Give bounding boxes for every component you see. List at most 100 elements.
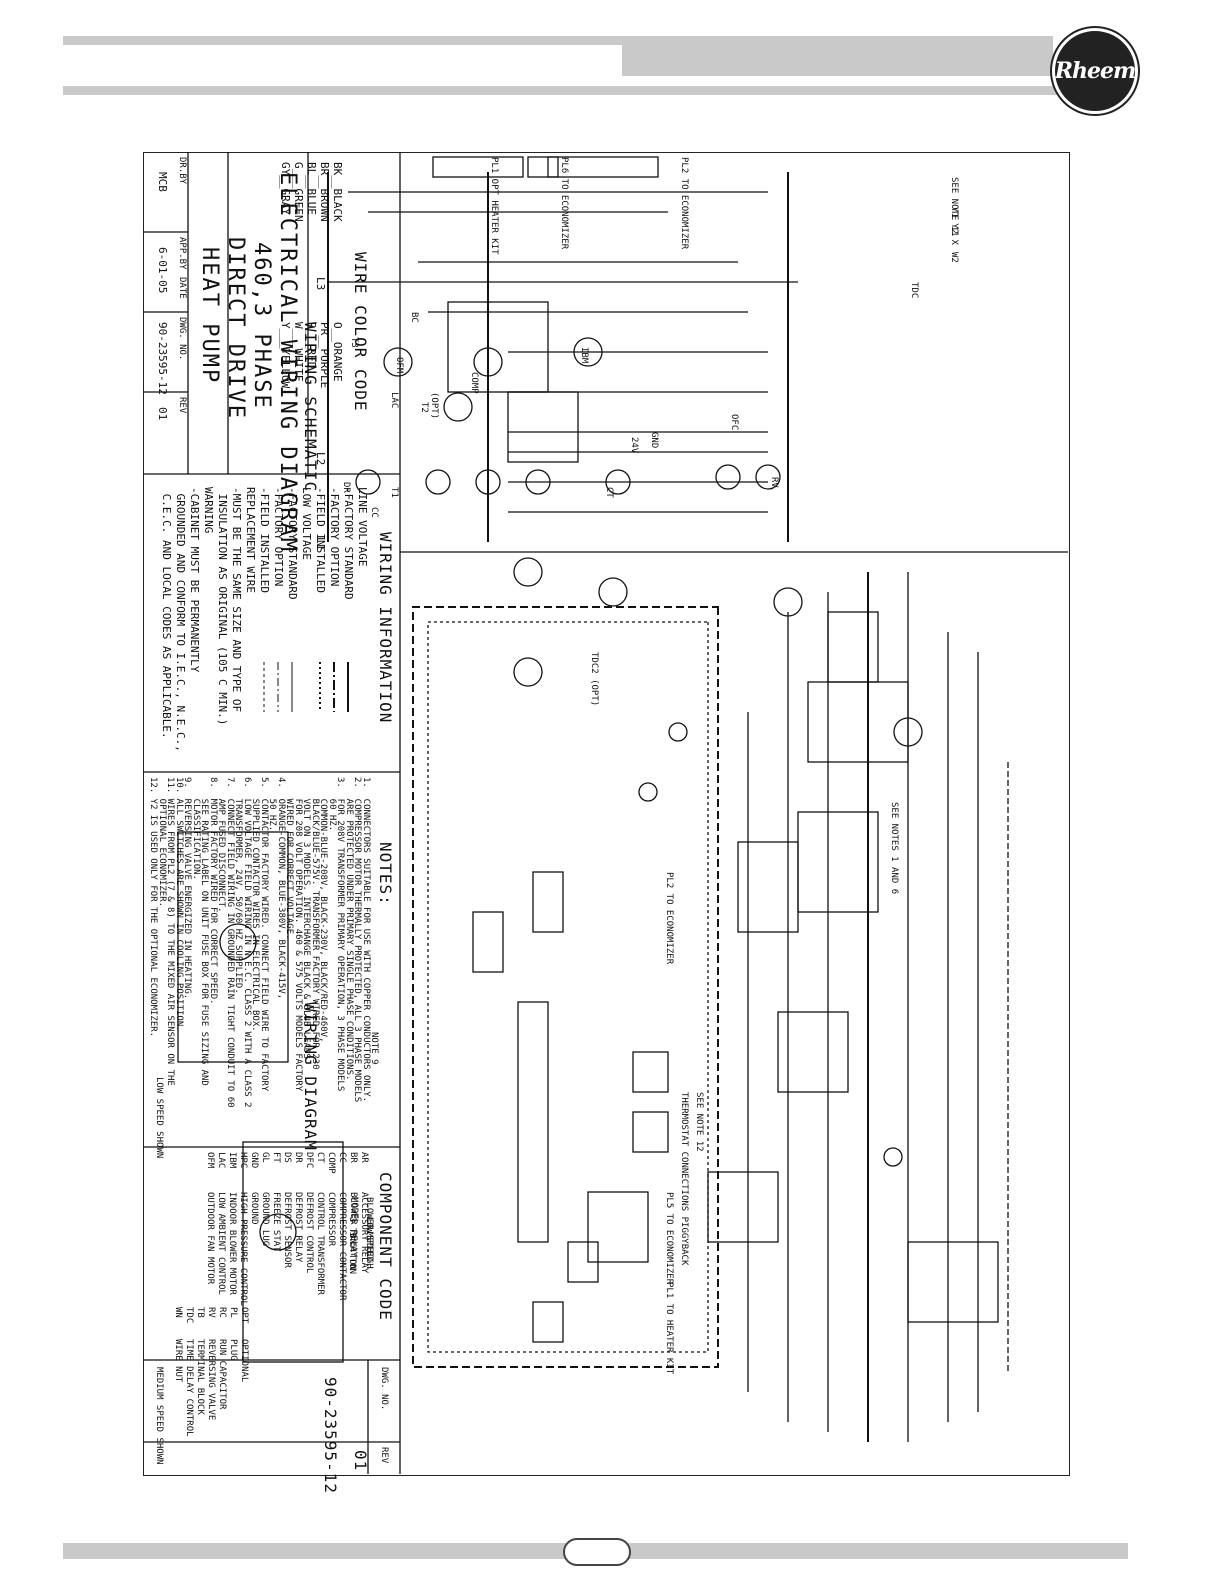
note-line: SUPPLIED CONTACTOR WIRES IN ELECTRICAL B… (250, 777, 261, 1032)
schematic-label-bc: BC (409, 312, 419, 323)
header-bar-tab (622, 44, 1053, 76)
component-code-item: DRDEFROST RELAY (293, 1152, 303, 1263)
app-by-label: APP.BY (177, 237, 187, 270)
wiring-info-line: -FACTORY OPTION (328, 487, 341, 587)
wiring-info-line: -CABINET MUST BE PERMANENTLY (188, 487, 201, 673)
footer-rev-label: REV (379, 1447, 389, 1464)
schematic-label-gnd: GND (649, 432, 659, 449)
schematic-label-pl2: PL2 TO ECONOMIZER (679, 157, 689, 250)
dwg-no-value: 90-23595-12 (156, 322, 169, 395)
component-code-item: FTFREEZE STAT (271, 1152, 281, 1252)
diagram-subtitle-2: DIRECT DRIVE (223, 237, 248, 420)
dr-by-value: MCB (156, 172, 169, 192)
dr-by-label: DR.BY (177, 157, 187, 185)
header-bar-bottom (63, 86, 1128, 95)
footer-dwg-label: DWG. NO. (379, 1367, 389, 1411)
wiring-info-line: LINE VOLTAGE (356, 487, 369, 567)
schematic-label-tdc: TDC (909, 282, 919, 299)
note-line: 7. CONNECT FIELD WIRING IN GROUNDED RAIN… (225, 777, 235, 1108)
note-line: BLACK/BLUE-575V. TRANSFORMER FACTORY WIR… (310, 777, 320, 1070)
date-value: 6-01-05 (156, 247, 169, 294)
schematic-label-opt: (OPT) (429, 392, 439, 420)
rev-label: REV (177, 397, 187, 414)
dwg-no-label: DWG. NO. (177, 317, 187, 361)
note-line: 11. WIRES FROM PL2 (7 & 8) TO THE MIXED … (165, 777, 176, 1086)
wiring-info-line: REPLACEMENT WIRE (244, 487, 257, 593)
note-line: WIRED FOR CORRECT VOLTAGE. (284, 777, 295, 940)
diagram-title: ELECTRICAL WIRING DIAGRAM (275, 172, 300, 554)
drawing-lines (143, 152, 1068, 1474)
note-line: TRANSFORMER, 24V, 50/60 HZ SUPPLIED. (233, 777, 244, 994)
component-code-list-2: OPTOPTIONAL PLPLUG RCRUN CAPACITOR RVREV… (171, 1307, 249, 1437)
thermostat-connections-label: THERMOSTAT CONNECTIONS PIGGYBACK (679, 1092, 689, 1266)
wire-color-item: BK__BLACK (331, 162, 344, 222)
note-line: 9. REVERSING VALVE ENERGIZED IN HEATING. (182, 777, 193, 1000)
schematic-label-comp: COMP (469, 372, 479, 394)
pl1-heater-label: PL1 TO HEATER KIT (664, 1282, 674, 1375)
wiring-info-list: LINE VOLTAGE -FACTORY STANDARD -FACTORY … (158, 487, 369, 767)
component-code-item: RCRUN CAPACITOR (217, 1307, 227, 1410)
landscape-drawing: WIRING SCHEMATIC L1 L2 L3 T1 T2 T3 CC DR… (143, 152, 1068, 1494)
see-note-12-label: SEE NOTE 12 (694, 1092, 704, 1152)
footer-rev-value: 01 (351, 1450, 370, 1472)
schematic-label-24v: 24V (629, 437, 639, 454)
component-code-item: GNDGROUND (249, 1152, 259, 1225)
schematic-label-see-note-11: SEE NOTE 11 (949, 177, 959, 237)
note-line: CLASSIFICATION. (191, 777, 201, 880)
schematic-label-ofc: OFC (729, 414, 739, 431)
note-line: 2. COMPRESSOR MOTOR THERMALLY PROTECTED,… (352, 777, 363, 1103)
wire-color-item: R___RED (305, 322, 318, 369)
component-code-item: WNWIRE NUT (173, 1307, 183, 1383)
diagram-subtitle-1: 460,3 PHASE (249, 242, 274, 410)
see-notes-label: SEE NOTES 1 AND 6 (889, 802, 899, 895)
wiring-info-line: -FIELD INSTALLED (314, 487, 327, 593)
note-line: 5. CONTACTOR FACTORY WIRED. CONNECT FIEL… (259, 777, 269, 1092)
component-code-item: DSDEFROST SENSOR (282, 1152, 292, 1268)
note-line: FOR 208 VOLT OPERATION. 460 & 575 VOLTS … (293, 777, 303, 1092)
wiring-info-line: LOW VOLTAGE (300, 487, 313, 560)
date-label: DATE (177, 277, 187, 299)
note-line: 1. CONNECTORS SUITABLE FOR USE WITH COPP… (361, 777, 371, 1103)
note-line: 10. ALL SWITCHES ARE SHOWN IN COOLING PO… (174, 777, 184, 1032)
wire-color-item: PR__PURPLE (318, 322, 331, 389)
component-code-item: GLGROUND LUG (260, 1152, 270, 1247)
schematic-label-rv: RV (769, 477, 779, 488)
schematic-label-pl6: PL6 TO ECONOMIZER (559, 157, 569, 250)
component-code-item: TDCTIME DELAY CONTROL (184, 1307, 194, 1437)
medium-speed-label: MEDIUM SPEED SHOWN (154, 1367, 164, 1465)
note-line: 6. LOW VOLTAGE FIELD WIRING IN N.E.C. CL… (242, 777, 252, 1108)
wiring-info-line: GROUNDED AND CONFORM TO I.E.C., N.E.C., (174, 487, 187, 752)
schematic-label-ofm: OFM (394, 357, 404, 374)
note-line: OPTIONAL ECONOMIZER. (157, 777, 167, 908)
notes-list: 1. CONNECTORS SUITABLE FOR USE WITH COPP… (148, 777, 372, 1147)
note-line: 3. FOR 208V TRANSFORMER PRIMARY OPERATIO… (335, 777, 346, 1092)
component-code-item: DFCDEFROST CONTROL (304, 1152, 314, 1274)
tdc2-label: TDC2 (OPT) (589, 652, 599, 707)
wiring-info-line: C.E.C. AND LOCAL CODES AS APPLICABLE. (160, 487, 173, 739)
note-line: ARE PROTECTED UNDER PRIMARY SINGLE PHASE… (344, 777, 354, 1081)
note-line: COMMON-BLUE-208V, BLACK-230V, BLACK/RED-… (318, 777, 329, 1043)
schematic-label-ct: CT (604, 487, 614, 498)
wiring-info-line: -FACTORY STANDARD (342, 487, 355, 600)
note-line: 8. MOTOR FACTORY WIRED FOR CORRECT SPEED… (208, 777, 218, 1005)
schematic-label-t2: T2 (419, 402, 429, 413)
rheem-logo: Rheem (1052, 28, 1138, 114)
component-code-item: TBTERMINAL BLOCK (195, 1307, 205, 1415)
wire-color-item: O__ORANGE (331, 322, 344, 382)
note-line: 60 HZ. (327, 777, 337, 832)
schematic-label-lac: LAC (389, 392, 399, 409)
wiring-info-line: INSULATION AS ORIGINAL (105 C MIN.) (216, 487, 229, 726)
wiring-info-line: -FIELD INSTALLED (258, 487, 271, 593)
wiring-info-line: -MUST BE THE SAME SIZE AND TYPE OF (230, 487, 243, 713)
component-code-item: PLPLUG (228, 1307, 238, 1361)
wiring-info-line: WARNING (202, 487, 215, 534)
diagram-subtitle-3: HEAT PUMP (197, 247, 222, 385)
wire-color-item: BL__BLUE (305, 162, 318, 215)
page-number-oval (563, 1538, 631, 1566)
footer-dwg-value: 90-23595-12 (321, 1377, 340, 1494)
schematic-label-t1: T1 (389, 487, 399, 498)
wire-color-title: WIRE COLOR CODE (351, 252, 370, 412)
note-line: AMP FUSED DISCONNECT. (216, 777, 227, 913)
note-line: 12. Y2 IS USED ONLY FOR THE OPTIONAL ECO… (148, 777, 159, 1038)
wiring-sheet (143, 152, 1070, 1476)
